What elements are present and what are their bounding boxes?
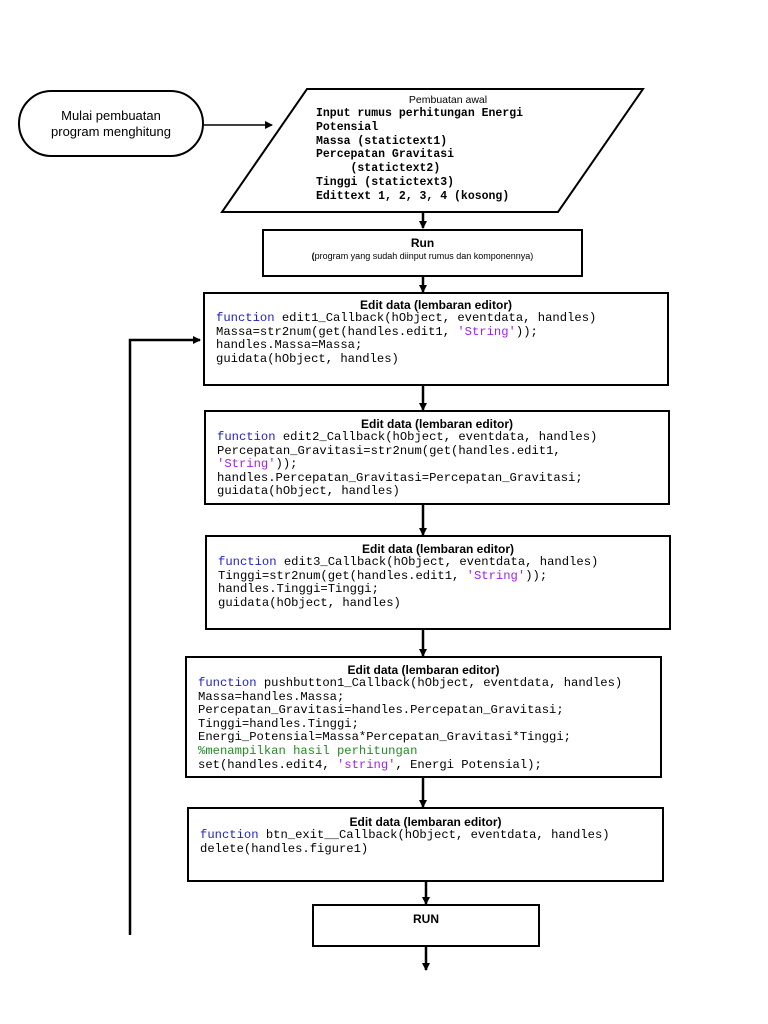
code-line: Percepatan_Gravitasi=handles.Percepatan_… xyxy=(198,703,564,718)
input-line: Massa (statictext1) xyxy=(316,134,448,148)
code-string: 'String' xyxy=(217,457,276,472)
start-terminator: Mulai pembuatan program menghitung xyxy=(18,90,204,157)
keyword: function xyxy=(217,430,276,444)
run-note: (program yang sudah diinput rumus dan ko… xyxy=(264,250,581,262)
code-line: Massa=handles.Massa; xyxy=(198,689,345,704)
input-line: (statictext2) xyxy=(316,162,441,176)
edit4-code: function pushbutton1_Callback(hObject, e… xyxy=(198,676,660,772)
edit2-title: Edit data (lembaran editor) xyxy=(360,417,514,431)
edit2-box: Edit data (lembaran editor) function edi… xyxy=(204,410,670,505)
edit2-code: function edit2_Callback(hObject, eventda… xyxy=(217,430,668,499)
code-line: handles.Massa=Massa; xyxy=(216,338,363,353)
code-line: )); xyxy=(515,324,538,339)
code-string: 'String' xyxy=(466,568,526,583)
run-title: Run xyxy=(410,236,435,250)
code-line: Tinggi=handles.Tinggi; xyxy=(198,716,359,731)
code-line: edit2_Callback(hObject, eventdata, handl… xyxy=(275,430,598,444)
input-parallelogram xyxy=(220,88,645,213)
run-final-box: RUN xyxy=(312,904,540,947)
edit1-box: Edit data (lembaran editor) function edi… xyxy=(203,292,669,386)
code-line: guidata(hObject, handles) xyxy=(217,484,400,499)
keyword: function xyxy=(200,828,259,842)
run-note-text: program yang sudah diinput rumus dan kom… xyxy=(314,251,534,261)
edit3-code: function edit3_Callback(hObject, eventda… xyxy=(218,555,669,610)
edit4-box: Edit data (lembaran editor) function pus… xyxy=(185,656,662,778)
edit3-title: Edit data (lembaran editor) xyxy=(361,542,515,556)
code-line: Tinggi=str2num(get(handles.edit1, xyxy=(218,568,467,583)
edit4-title: Edit data (lembaran editor) xyxy=(347,663,500,677)
edit5-box: Edit data (lembaran editor) function btn… xyxy=(187,807,664,882)
code-line: delete(handles.figure1) xyxy=(200,841,369,856)
code-line: pushbutton1_Callback(hObject, eventdata,… xyxy=(256,676,623,690)
code-line: Energi_Potensial=Massa*Percepatan_Gravit… xyxy=(198,730,571,745)
keyword: function xyxy=(198,676,257,690)
code-string: 'String' xyxy=(457,324,516,339)
code-line: set(handles.edit4, xyxy=(198,757,337,772)
input-line: Input rumus perhitungan Energi xyxy=(316,107,524,120)
code-line: Massa=str2num(get(handles.edit1, xyxy=(216,324,458,339)
code-line: , Energi Potensial); xyxy=(395,757,542,772)
input-lines: Input rumus perhitungan Energi Potensial… xyxy=(316,107,566,204)
edit5-title: Edit data (lembaran editor) xyxy=(349,815,502,829)
input-title: Pembuatan awal xyxy=(408,94,488,106)
edit1-title: Edit data (lembaran editor) xyxy=(359,298,513,312)
input-line: Potensial xyxy=(316,120,379,134)
code-line: handles.Percepatan_Gravitasi=Percepatan_… xyxy=(217,470,583,485)
keyword: function xyxy=(216,311,275,325)
code-line: )); xyxy=(275,457,298,472)
code-line: guidata(hObject, handles) xyxy=(216,351,399,366)
code-line: edit3_Callback(hObject, eventdata, handl… xyxy=(276,555,599,569)
code-line: handles.Tinggi=Tinggi; xyxy=(218,582,379,597)
run-box: Run (program yang sudah diinput rumus da… xyxy=(262,229,583,277)
code-line: guidata(hObject, handles) xyxy=(218,595,401,610)
edit5-code: function btn_exit__Callback(hObject, eve… xyxy=(200,828,662,856)
edit3-box: Edit data (lembaran editor) function edi… xyxy=(205,535,671,630)
code-line: Percepatan_Gravitasi=str2num(get(handles… xyxy=(217,443,561,458)
code-line: btn_exit__Callback(hObject, eventdata, h… xyxy=(258,828,610,842)
code-comment: %menampilkan hasil perhitungan xyxy=(198,743,418,758)
run-note-paren: ( xyxy=(311,251,315,261)
keyword: function xyxy=(218,555,277,569)
start-label: Mulai pembuatan program menghitung xyxy=(51,107,171,139)
loop-back-line xyxy=(128,336,201,935)
edit1-code: function edit1_Callback(hObject, eventda… xyxy=(216,311,667,366)
code-line: )); xyxy=(525,568,548,583)
input-text-block: Pembuatan awal Input rumus perhitungan E… xyxy=(316,94,566,204)
input-line: Edittext 1, 2, 3, 4 (kosong) xyxy=(316,189,510,203)
code-string: 'string' xyxy=(336,757,396,772)
input-line: Percepatan Gravitasi xyxy=(316,148,455,162)
run-final-title: RUN xyxy=(413,912,439,926)
input-line: Tinggi (statictext3) xyxy=(316,175,455,189)
code-line: edit1_Callback(hObject, eventdata, handl… xyxy=(274,311,597,325)
